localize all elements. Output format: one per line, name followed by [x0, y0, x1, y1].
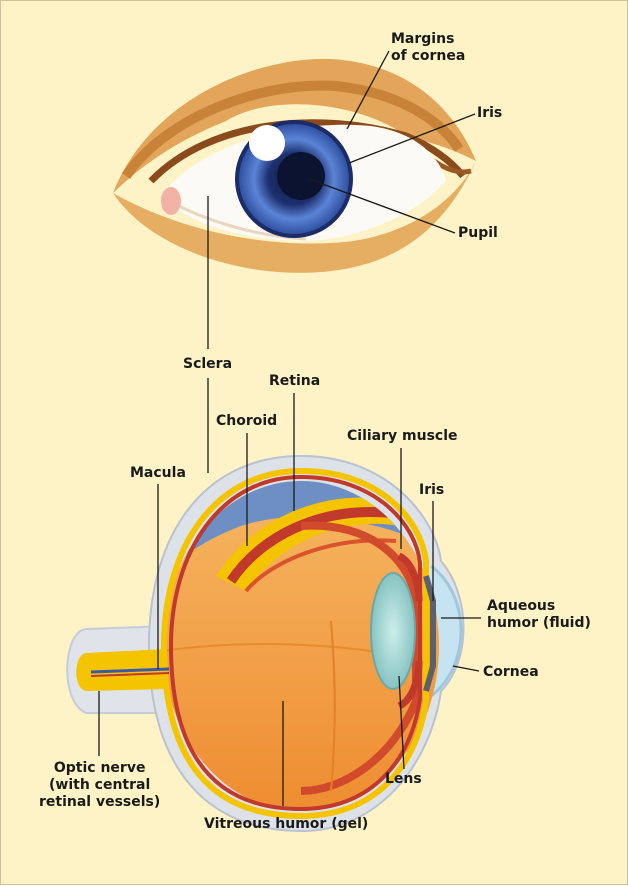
leader-lines — [98, 50, 481, 806]
iris-section — [423, 575, 436, 692]
label-iris-bottom: Iris — [419, 482, 445, 498]
eye-highlight — [249, 125, 285, 161]
ciliary-body — [397, 552, 423, 602]
external-eye — [113, 58, 476, 273]
label-lens: Lens — [385, 771, 422, 787]
label-choroid: Choroid — [216, 413, 278, 429]
label-sclera: Sclera — [183, 356, 233, 372]
label-optic-nerve: Optic nerve (with central retinal vessel… — [39, 760, 161, 810]
eye-pupil — [277, 152, 325, 200]
leader-lens — [398, 675, 405, 770]
label-macula: Macula — [130, 465, 186, 481]
retina-rim — [160, 467, 429, 820]
retina-flap — [216, 497, 401, 591]
label-cornea: Cornea — [483, 664, 539, 680]
label-ciliary-muscle: Ciliary muscle — [347, 428, 458, 444]
eye-cross-section — [66, 454, 465, 833]
leader-cornea — [452, 665, 480, 672]
leader-pupil — [308, 178, 456, 234]
label-iris-top: Iris — [477, 105, 503, 121]
upper-lid-crease — [121, 80, 464, 179]
label-margins-of-cornea: Margins of cornea — [391, 31, 466, 64]
retinal-vessels — [90, 667, 170, 674]
lens-shape — [370, 572, 416, 690]
lower-eyelid — [113, 161, 476, 273]
label-retina: Retina — [269, 373, 321, 389]
leader-margins-of-cornea — [346, 50, 390, 130]
choroid-layer — [226, 507, 392, 584]
label-pupil: Pupil — [458, 225, 498, 241]
label-aqueous-humor: Aqueous humor (fluid) — [487, 598, 591, 631]
label-vitreous-humor: Vitreous humor (gel) — [204, 816, 369, 832]
leader-iris-top — [348, 113, 476, 164]
cornea-shape — [430, 564, 463, 698]
